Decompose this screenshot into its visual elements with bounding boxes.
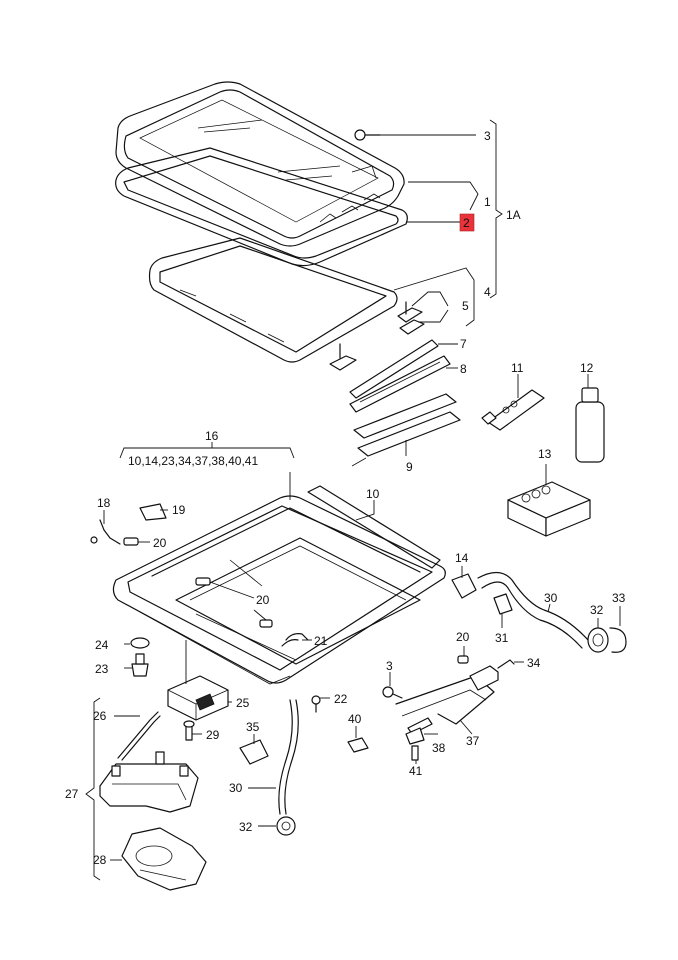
- callout-22: 22: [334, 692, 348, 706]
- callout-30-left: 30: [229, 781, 243, 795]
- callout-32-left: 32: [239, 820, 253, 834]
- callout-12: 12: [580, 361, 594, 375]
- callout-11: 11: [511, 361, 524, 375]
- callout-26: 26: [93, 709, 107, 723]
- callout-5: 5: [462, 299, 469, 313]
- callout-28: 28: [93, 853, 107, 867]
- rail-7: [349, 339, 439, 399]
- callout-8: 8: [460, 362, 467, 376]
- callout-3-bottom: 3: [386, 659, 393, 673]
- callout-40: 40: [348, 712, 362, 726]
- callout-20-a: 20: [153, 536, 167, 550]
- deflector-10: [307, 485, 441, 569]
- callout-13: 13: [538, 447, 552, 461]
- callout-32-right: 32: [590, 603, 604, 617]
- callout-30-right: 30: [544, 591, 558, 605]
- callout-16-list: 10,14,23,34,37,38,40,41: [128, 454, 258, 468]
- screw-41: [411, 745, 419, 761]
- screw-23: [131, 653, 149, 677]
- washer-24: [130, 637, 150, 649]
- clamp-33: [609, 627, 627, 653]
- callout-10: 10: [366, 487, 380, 501]
- motor-25: [167, 675, 229, 721]
- grease-tube: [481, 389, 545, 431]
- callout-27: 27: [65, 787, 79, 801]
- screw-3-top: [354, 129, 381, 141]
- callout-2-highlight: [459, 213, 475, 232]
- grommet-32-right: [587, 627, 609, 653]
- bracket-28: [121, 827, 207, 891]
- callout-35: 35: [246, 720, 260, 734]
- callout-37: 37: [466, 734, 480, 748]
- bracket-21: [281, 633, 309, 647]
- pad-19: [139, 503, 167, 521]
- callout-19: 19: [172, 503, 186, 517]
- repair-kit-box: [507, 481, 591, 537]
- callout-20-b: 20: [256, 593, 270, 607]
- drain-hose-30-right: [477, 571, 589, 649]
- callout-33: 33: [612, 591, 626, 605]
- bracket-5: [329, 301, 425, 371]
- callout-1A: 1A: [506, 208, 521, 222]
- callout-14: 14: [455, 551, 469, 565]
- sunroof-frame-assembly: [112, 495, 446, 685]
- rail-9: [351, 393, 461, 467]
- callout-9: 9: [406, 460, 413, 474]
- callout-7: 7: [460, 337, 467, 351]
- clip-18: [90, 519, 121, 545]
- callout-29: 29: [206, 728, 220, 742]
- connector-14: [451, 573, 477, 599]
- gasket-frame: [148, 237, 398, 363]
- screw-22: [311, 695, 321, 713]
- cover-27: [99, 751, 199, 813]
- bracket-35: [239, 739, 269, 765]
- callout-25: 25: [236, 696, 250, 710]
- crank-26: [117, 711, 161, 761]
- callout-31: 31: [495, 631, 509, 645]
- callouts: 3 2 1 1A 4 5 7 8 9 11 12 13 16 10,14,23,…: [65, 129, 626, 867]
- screw-3-bottom: [382, 686, 403, 699]
- cleaner-bottle: [575, 387, 605, 463]
- callout-3: 3: [484, 129, 491, 143]
- grommet-32-left: [276, 816, 296, 836]
- callout-21: 21: [314, 634, 328, 648]
- drain-hose-30-left: [278, 699, 299, 815]
- callout-41: 41: [409, 764, 423, 778]
- callout-38: 38: [432, 741, 446, 755]
- callout-16: 16: [205, 429, 219, 443]
- seal-frame: [115, 147, 408, 267]
- callout-34: 34: [527, 656, 541, 670]
- glass-panel: [115, 81, 405, 247]
- clip-40: [347, 737, 369, 753]
- callout-2: 2: [463, 216, 470, 230]
- callout-20-c: 20: [456, 630, 470, 644]
- leader-lines: [85, 119, 621, 881]
- callout-4: 4: [484, 285, 491, 299]
- rail-8: [349, 355, 451, 413]
- pads-20: [123, 537, 469, 664]
- clip-38: [405, 727, 425, 745]
- callout-1: 1: [484, 195, 491, 209]
- callout-24: 24: [95, 638, 109, 652]
- callout-18: 18: [97, 496, 111, 510]
- callout-23: 23: [95, 662, 109, 676]
- screw-29: [183, 720, 195, 741]
- clip-31: [493, 593, 513, 615]
- sensor-34: [469, 659, 515, 691]
